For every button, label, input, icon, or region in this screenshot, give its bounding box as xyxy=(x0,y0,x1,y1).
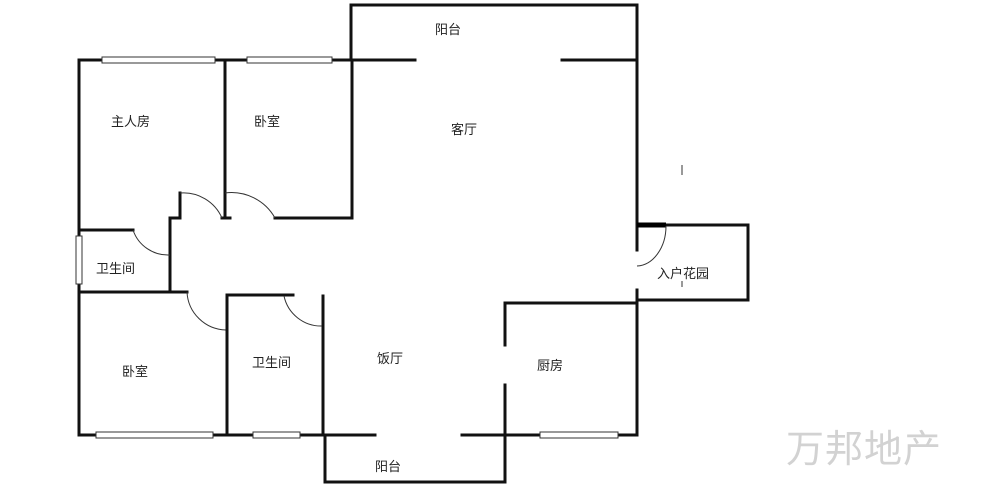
room-label-balcony-bottom: 阳台 xyxy=(375,460,402,475)
window-kitchen xyxy=(539,431,619,439)
door-arc-master xyxy=(179,192,223,219)
room-label-kitchen: 厨房 xyxy=(537,359,564,374)
window-master xyxy=(101,56,216,64)
door-arc-bathroom-left xyxy=(132,229,171,256)
room-label-bedroom-bottom: 卧室 xyxy=(122,365,149,380)
balcony-bottom-wall xyxy=(323,433,507,484)
room-label-master-bedroom: 主人房 xyxy=(111,115,151,130)
room-label-living-room: 客厅 xyxy=(451,123,478,138)
window-bathroom-bottom xyxy=(252,431,301,439)
door-arc-bathroom-bottom xyxy=(283,295,323,327)
room-label-balcony-top: 阳台 xyxy=(435,23,462,38)
room-label-bathroom-left: 卫生间 xyxy=(96,262,136,277)
room-label-dining-room: 饭厅 xyxy=(377,352,404,367)
wall-corridor-left xyxy=(168,191,182,294)
balcony-top-wall xyxy=(349,3,639,227)
room-label-entry-garden: 入户花园 xyxy=(657,267,710,282)
window-bathroom-left xyxy=(75,235,83,285)
room-label-bedroom-top: 卧室 xyxy=(254,115,281,130)
entry-garden-wall xyxy=(635,223,750,302)
room-label-bathroom-bottom: 卫生间 xyxy=(252,356,292,371)
door-arc-entry xyxy=(636,225,667,267)
window-bedroom-bottom xyxy=(95,431,214,439)
watermark: 万邦地产 xyxy=(786,427,943,471)
door-arc-bedroom xyxy=(224,192,276,219)
window-bedroom-top xyxy=(246,56,333,64)
door-arc-bedroom-bottom xyxy=(186,291,227,331)
